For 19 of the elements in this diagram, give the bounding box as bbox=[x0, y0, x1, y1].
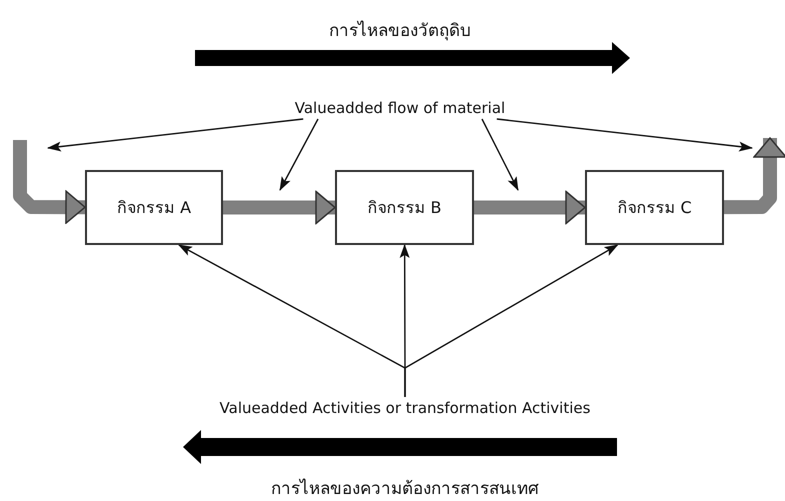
flow-arrow bbox=[474, 190, 586, 224]
flow-arrow bbox=[724, 137, 785, 214]
annotation-text: Valueadded flow of material bbox=[294, 99, 506, 117]
activity-label: กิจกรรม C bbox=[617, 197, 692, 219]
caption-text: การไหลของวัตถุดิบ bbox=[329, 20, 471, 43]
activity-label: กิจกรรม B bbox=[367, 197, 442, 219]
annotation-text: Valueadded Activities or transformation Activities bbox=[220, 399, 590, 417]
activity-box bbox=[335, 170, 474, 245]
arrow bbox=[404, 244, 618, 397]
leader-line bbox=[481, 118, 519, 191]
caption-text: การไหลของความต้องการสารสนเทศ bbox=[271, 478, 539, 501]
leader-line bbox=[496, 118, 753, 152]
flow-arrow bbox=[223, 190, 336, 224]
leader-line bbox=[47, 118, 304, 152]
leader-line bbox=[279, 118, 319, 191]
activity-box bbox=[85, 170, 223, 245]
flow-arrow bbox=[13, 140, 86, 224]
activity-label: กิจกรรม A bbox=[116, 197, 192, 219]
activity-box bbox=[585, 170, 724, 245]
